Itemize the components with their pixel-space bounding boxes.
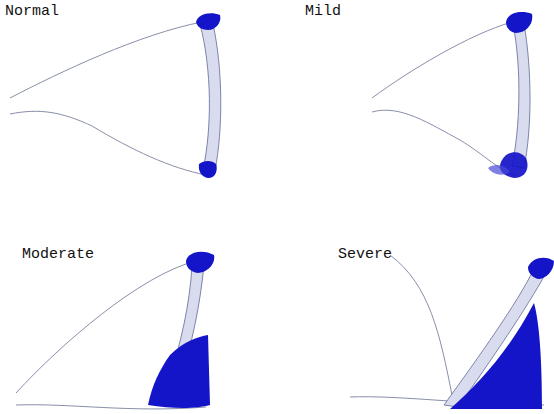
severity-label: Mild <box>305 3 341 21</box>
moderate-panel <box>16 252 214 409</box>
mild-panel <box>372 12 532 178</box>
severity-label: Moderate <box>22 246 94 264</box>
normal-panel <box>10 13 221 178</box>
severity-label: Severe <box>338 246 392 264</box>
severity-label: Normal <box>5 3 59 21</box>
severe-panel <box>350 255 554 409</box>
